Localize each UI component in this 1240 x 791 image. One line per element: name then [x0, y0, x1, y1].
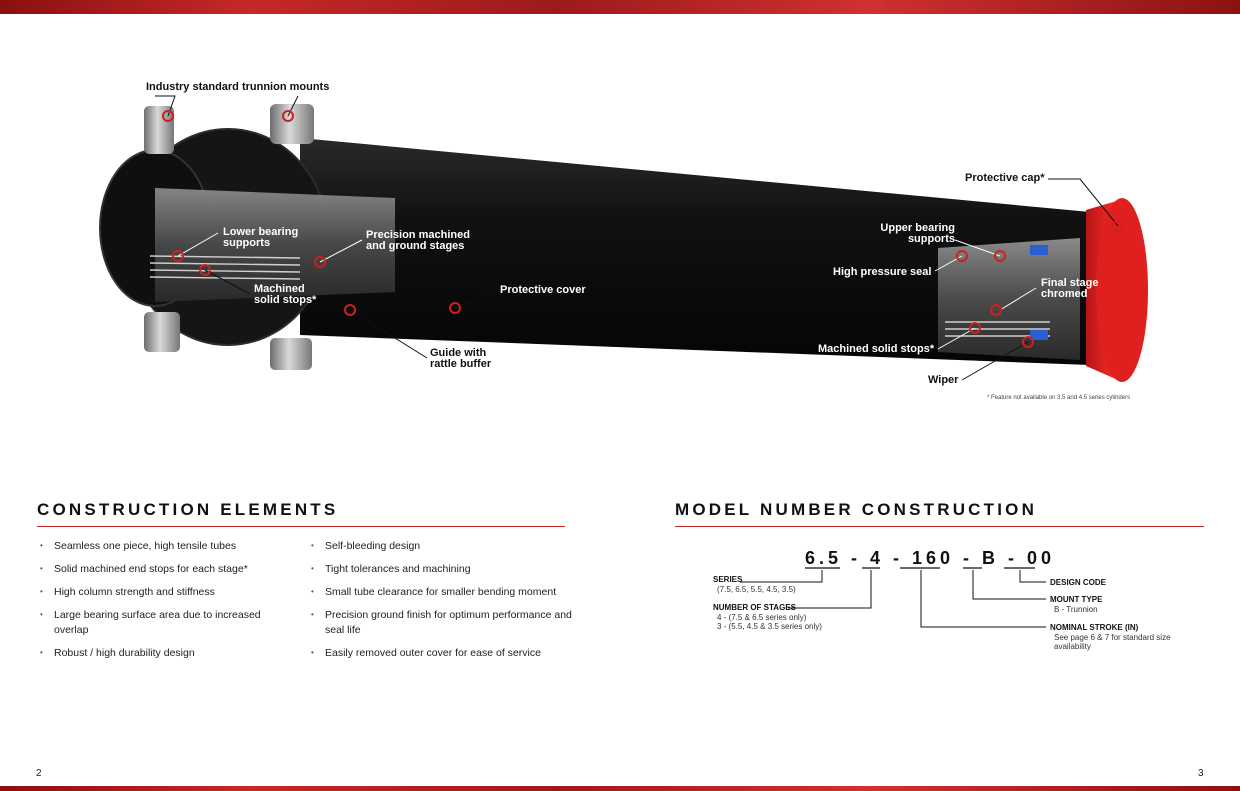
series-detail: (7.5, 6.5, 5.5, 4.5, 3.5) — [717, 585, 796, 594]
label-wiper: Wiper — [928, 374, 959, 386]
model-code: 6.5 - 4 - 160 - B - 00 — [805, 548, 1055, 568]
outer-cover-tube — [300, 138, 1090, 365]
left-stage-lines — [149, 255, 301, 280]
construction-elements-heading: CONSTRUCTION ELEMENTS — [37, 500, 339, 519]
construction-list-right: Self-bleeding design Tight tolerances an… — [308, 539, 576, 669]
list-item: High column strength and stiffness — [37, 585, 297, 600]
page-number-left: 2 — [36, 768, 42, 779]
model-code-leaders — [740, 570, 1046, 628]
list-item: Solid machined end stops for each stage* — [37, 562, 297, 577]
trunnion-mount-top-left — [144, 106, 174, 154]
model-number-diagram: 6.5 - 4 - 160 - B - 00 SERIES (7.5, 6.5,… — [713, 548, 1171, 651]
label-high-pressure-seal: High pressure seal — [833, 266, 931, 278]
protective-cap-face — [1096, 198, 1148, 382]
stages-detail-3: 3 - (5.5, 4.5 & 3.5 series only) — [717, 622, 822, 631]
stages-label: NUMBER OF STAGES — [713, 603, 797, 612]
mount-type-detail: B - Trunnion — [1054, 605, 1098, 614]
label-protective-cover: Protective cover — [500, 284, 586, 296]
label-protective-cap: Protective cap* — [965, 172, 1045, 184]
construction-list-left: Seamless one piece, high tensile tubes S… — [37, 539, 297, 669]
label-machined-solid-stops-right: Machined solid stops* — [818, 343, 935, 355]
trunnion-mount-bottom-right — [270, 338, 312, 370]
series-label: SERIES — [713, 575, 743, 584]
cylinder-cutaway-figure: Industry standard trunnion mounts Lower … — [99, 81, 1148, 401]
trunnion-mount-bottom-left — [144, 312, 180, 352]
list-item: Tight tolerances and machining — [308, 562, 576, 577]
bottom-decorative-band — [0, 786, 1240, 791]
nominal-stroke-detail-2: availability — [1054, 642, 1091, 651]
page-number-right: 3 — [1198, 768, 1204, 779]
label-trunnion-mounts: Industry standard trunnion mounts — [146, 81, 329, 93]
trunnion-mount-top-right — [270, 104, 314, 144]
mount-type-label: MOUNT TYPE — [1050, 595, 1103, 604]
construction-heading-rule — [37, 526, 565, 527]
list-item: Easily removed outer cover for ease of s… — [308, 646, 576, 661]
nominal-stroke-label: NOMINAL STROKE (IN) — [1050, 623, 1139, 632]
blue-seal-detail — [1030, 245, 1048, 340]
list-item: Small tube clearance for smaller bending… — [308, 585, 576, 600]
list-item: Robust / high durability design — [37, 646, 297, 661]
top-decorative-band — [0, 0, 1240, 14]
stages-detail-4: 4 - (7.5 & 6.5 series only) — [717, 613, 807, 622]
list-item: Large bearing surface area due to increa… — [37, 608, 297, 637]
design-code-label: DESIGN CODE — [1050, 578, 1107, 587]
figure-footnote: * Feature not available on 3.5 and 4.5 s… — [987, 395, 1130, 401]
left-cutaway-stages — [155, 188, 395, 302]
callout-markers — [162, 110, 1124, 348]
list-item: Precision ground finish for optimum perf… — [308, 608, 576, 637]
list-item: Self-bleeding design — [308, 539, 576, 554]
nominal-stroke-detail: See page 6 & 7 for standard size — [1054, 633, 1171, 642]
list-item: Seamless one piece, high tensile tubes — [37, 539, 297, 554]
model-heading-rule — [675, 526, 1204, 527]
model-number-heading: MODEL NUMBER CONSTRUCTION — [675, 500, 1038, 519]
